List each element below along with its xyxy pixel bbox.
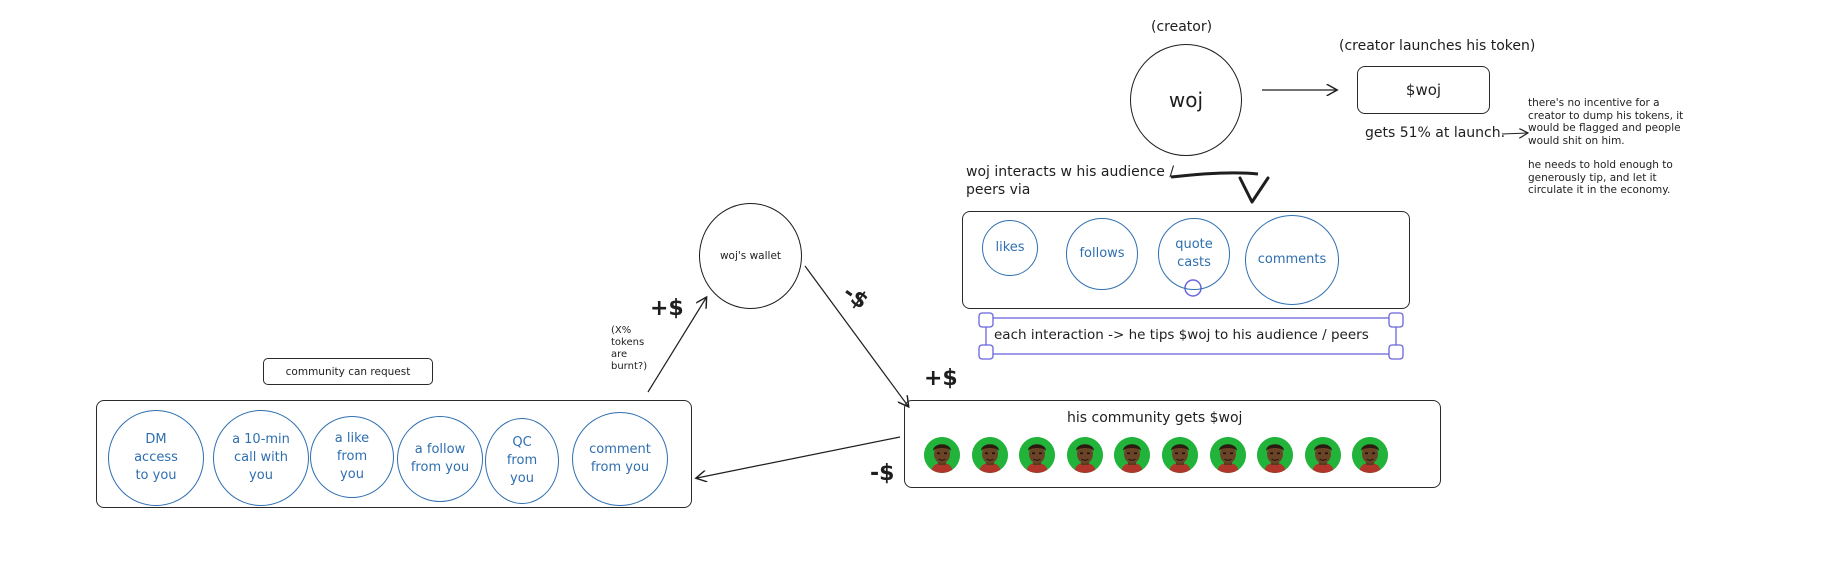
creator-role-label: (creator) — [1151, 19, 1213, 35]
creator-name: woj — [1168, 88, 1204, 112]
note-line: would be flagged and people — [1528, 122, 1681, 134]
note-line: creator to dump his tokens, it — [1528, 109, 1684, 122]
request-label: a follow from you — [410, 442, 470, 475]
arrow-requests-to-wallet — [647, 298, 706, 393]
interaction-quote-casts[interactable]: quote casts — [1158, 218, 1230, 290]
interaction-likes[interactable]: likes — [982, 220, 1038, 276]
community-box[interactable] — [904, 400, 1441, 488]
community-member-avatar — [1209, 437, 1246, 473]
arrow-interacts-to-box — [1170, 171, 1259, 179]
note-line: would shit on him. — [1528, 134, 1625, 147]
interaction-label: comments — [1257, 252, 1327, 267]
community-minus-label: -$ — [870, 461, 895, 486]
burn-note-line: are — [611, 349, 628, 360]
interaction-follows[interactable]: follows — [1066, 218, 1138, 290]
interaction-comments[interactable]: comments — [1245, 215, 1339, 305]
community-member-avatar — [1257, 437, 1294, 473]
community-member-avatar — [1304, 437, 1341, 473]
token-name: $woj — [1405, 81, 1442, 99]
request-call[interactable]: a 10-min call with you — [213, 410, 309, 506]
community-member-avatar — [1162, 437, 1198, 473]
community-member-avatar — [1019, 437, 1056, 473]
burn-note-line: (X% — [611, 325, 632, 336]
interactions-box[interactable] — [962, 211, 1410, 309]
interactions-label-line: woj interacts w his audience / — [966, 164, 1175, 180]
arrow-wallet-to-community — [804, 265, 908, 406]
request-label: DM access to you — [134, 432, 178, 483]
token-box[interactable]: $woj — [1357, 66, 1490, 114]
creator-circle[interactable]: woj — [1130, 44, 1242, 156]
community-member-avatar — [1352, 437, 1389, 473]
interaction-label: quote casts — [1175, 237, 1213, 270]
burn-note-line: tokens — [611, 337, 645, 348]
interaction-label: likes — [995, 240, 1025, 255]
wallet-plus-label: +$ — [650, 296, 684, 321]
wallet-label: woj's wallet — [719, 250, 782, 262]
request-label: QC from you — [506, 435, 538, 486]
burn-note-line: burnt?) — [611, 361, 648, 372]
wallet-circle[interactable]: woj's wallet — [699, 203, 802, 309]
request-dm-access[interactable]: DM access to you — [108, 410, 204, 506]
interaction-label: follows — [1079, 246, 1125, 261]
community-member-avatar — [971, 437, 1008, 473]
note-line: circulate it in the economy. — [1528, 184, 1671, 196]
incentive-note: there's no incentive for a creator to du… — [1528, 97, 1683, 197]
burn-note: (X% tokens are burnt?) — [611, 325, 647, 373]
community-plus-label: +$ — [924, 366, 958, 391]
note-line: generously tip, and let it — [1528, 171, 1657, 184]
request-label: a 10-min call with you — [232, 432, 290, 483]
tip-description[interactable]: each interaction -> he tips $woj to his … — [994, 327, 1369, 343]
requests-header: community can request — [285, 365, 411, 378]
request-follow[interactable]: a follow from you — [397, 416, 483, 502]
community-member-avatar — [1066, 437, 1103, 473]
requests-header-box[interactable]: community can request — [263, 358, 433, 385]
community-member-avatar — [924, 437, 960, 473]
interactions-label-line: peers via — [966, 182, 1031, 198]
request-label: a like from you — [334, 431, 370, 482]
community-title: his community gets $woj — [1067, 410, 1243, 426]
note-line: there's no incentive for a — [1528, 97, 1660, 109]
launch-share-label: gets 51% at launch. — [1365, 125, 1506, 141]
arrow-community-to-requests — [697, 436, 901, 478]
request-comment[interactable]: comment from you — [572, 412, 668, 506]
requests-box[interactable] — [96, 400, 692, 508]
selection-frame — [978, 312, 1404, 360]
request-qc[interactable]: QC from you — [485, 418, 559, 504]
interactions-label: woj interacts w his audience / peers via — [966, 163, 1174, 199]
community-member-avatar — [1114, 437, 1151, 473]
arrow-launch-to-note — [1501, 133, 1527, 134]
note-line: he needs to hold enough to — [1528, 159, 1673, 171]
request-like[interactable]: a like from you — [310, 416, 394, 498]
token-launch-label: (creator launches his token) — [1339, 38, 1536, 54]
request-label: comment from you — [589, 442, 651, 475]
